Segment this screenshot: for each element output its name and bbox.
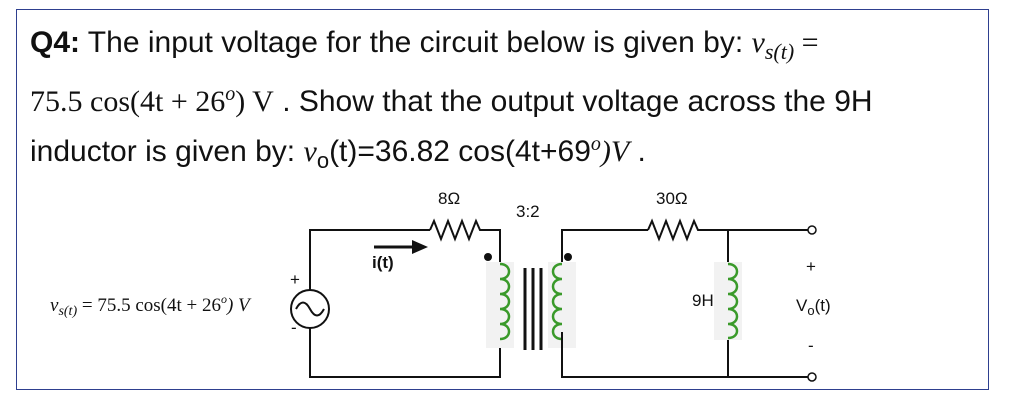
vo-subscript: o <box>316 148 330 173</box>
output-voltage-label: Vo(t) <box>796 296 831 318</box>
primary-coil-icon <box>499 262 511 341</box>
ac-source-icon <box>290 289 330 329</box>
question-line-3: inductor is given by: vo(t)=36.82 cos(4t… <box>30 123 980 182</box>
vo-expression: (t)=36.82 cos(4t+69 <box>329 135 591 168</box>
secondary-dot-icon <box>564 253 572 261</box>
vo-expression-tail: )V <box>600 135 630 168</box>
resistor-8-icon <box>429 218 484 242</box>
question-text: Q4: The input voltage for the circuit be… <box>30 22 980 182</box>
current-arrow-icon <box>374 240 428 254</box>
question-line3-text: inductor is given by: <box>30 135 304 168</box>
question-line3-end: . <box>629 135 646 168</box>
vo-symbol: v <box>303 135 317 168</box>
vs-expression-tail: ) V <box>235 85 274 118</box>
right-loop-wires <box>561 229 808 378</box>
output-terminal-bottom-icon <box>807 372 817 382</box>
source-label: vs(t) = 75.5 cos(4t + 26o) V <box>50 292 252 319</box>
question-label: Q4: <box>30 26 81 59</box>
question-line2-text: . Show that the output voltage across th… <box>273 85 873 118</box>
question-line-1: Q4: The input voltage for the circuit be… <box>30 22 980 73</box>
r2-label: 30Ω <box>656 189 688 208</box>
output-minus: - <box>808 336 814 355</box>
source-plus: + <box>290 270 300 289</box>
r1-label: 8Ω <box>438 189 460 208</box>
inductor-9h-icon <box>727 262 739 340</box>
question-line-2: 75.5 cos(4t + 26o) V . Show that the out… <box>30 73 980 123</box>
source-minus: - <box>291 318 297 337</box>
output-terminal-top-icon <box>807 225 817 235</box>
primary-dot-icon <box>484 253 492 261</box>
transformer-core-icon <box>523 268 543 350</box>
vs-expression: 75.5 cos(4t + 26 <box>30 85 226 118</box>
vs-degree: o <box>225 83 236 105</box>
primary-coil-bg <box>486 262 514 348</box>
vo-degree: o <box>590 133 601 155</box>
vs-subscript: s(t) <box>764 39 795 64</box>
ratio-label: 3:2 <box>516 202 540 221</box>
inductor-label: 9H <box>692 291 714 310</box>
secondary-coil-icon <box>551 262 563 341</box>
current-label: i(t) <box>372 253 394 272</box>
output-plus: + <box>806 257 816 276</box>
left-loop-wires <box>309 229 501 378</box>
resistor-30-icon <box>647 218 702 242</box>
vs-equals: = <box>794 26 819 59</box>
question-line1-text: The input voltage for the circuit below … <box>80 26 752 59</box>
vs-symbol: v <box>751 26 765 59</box>
